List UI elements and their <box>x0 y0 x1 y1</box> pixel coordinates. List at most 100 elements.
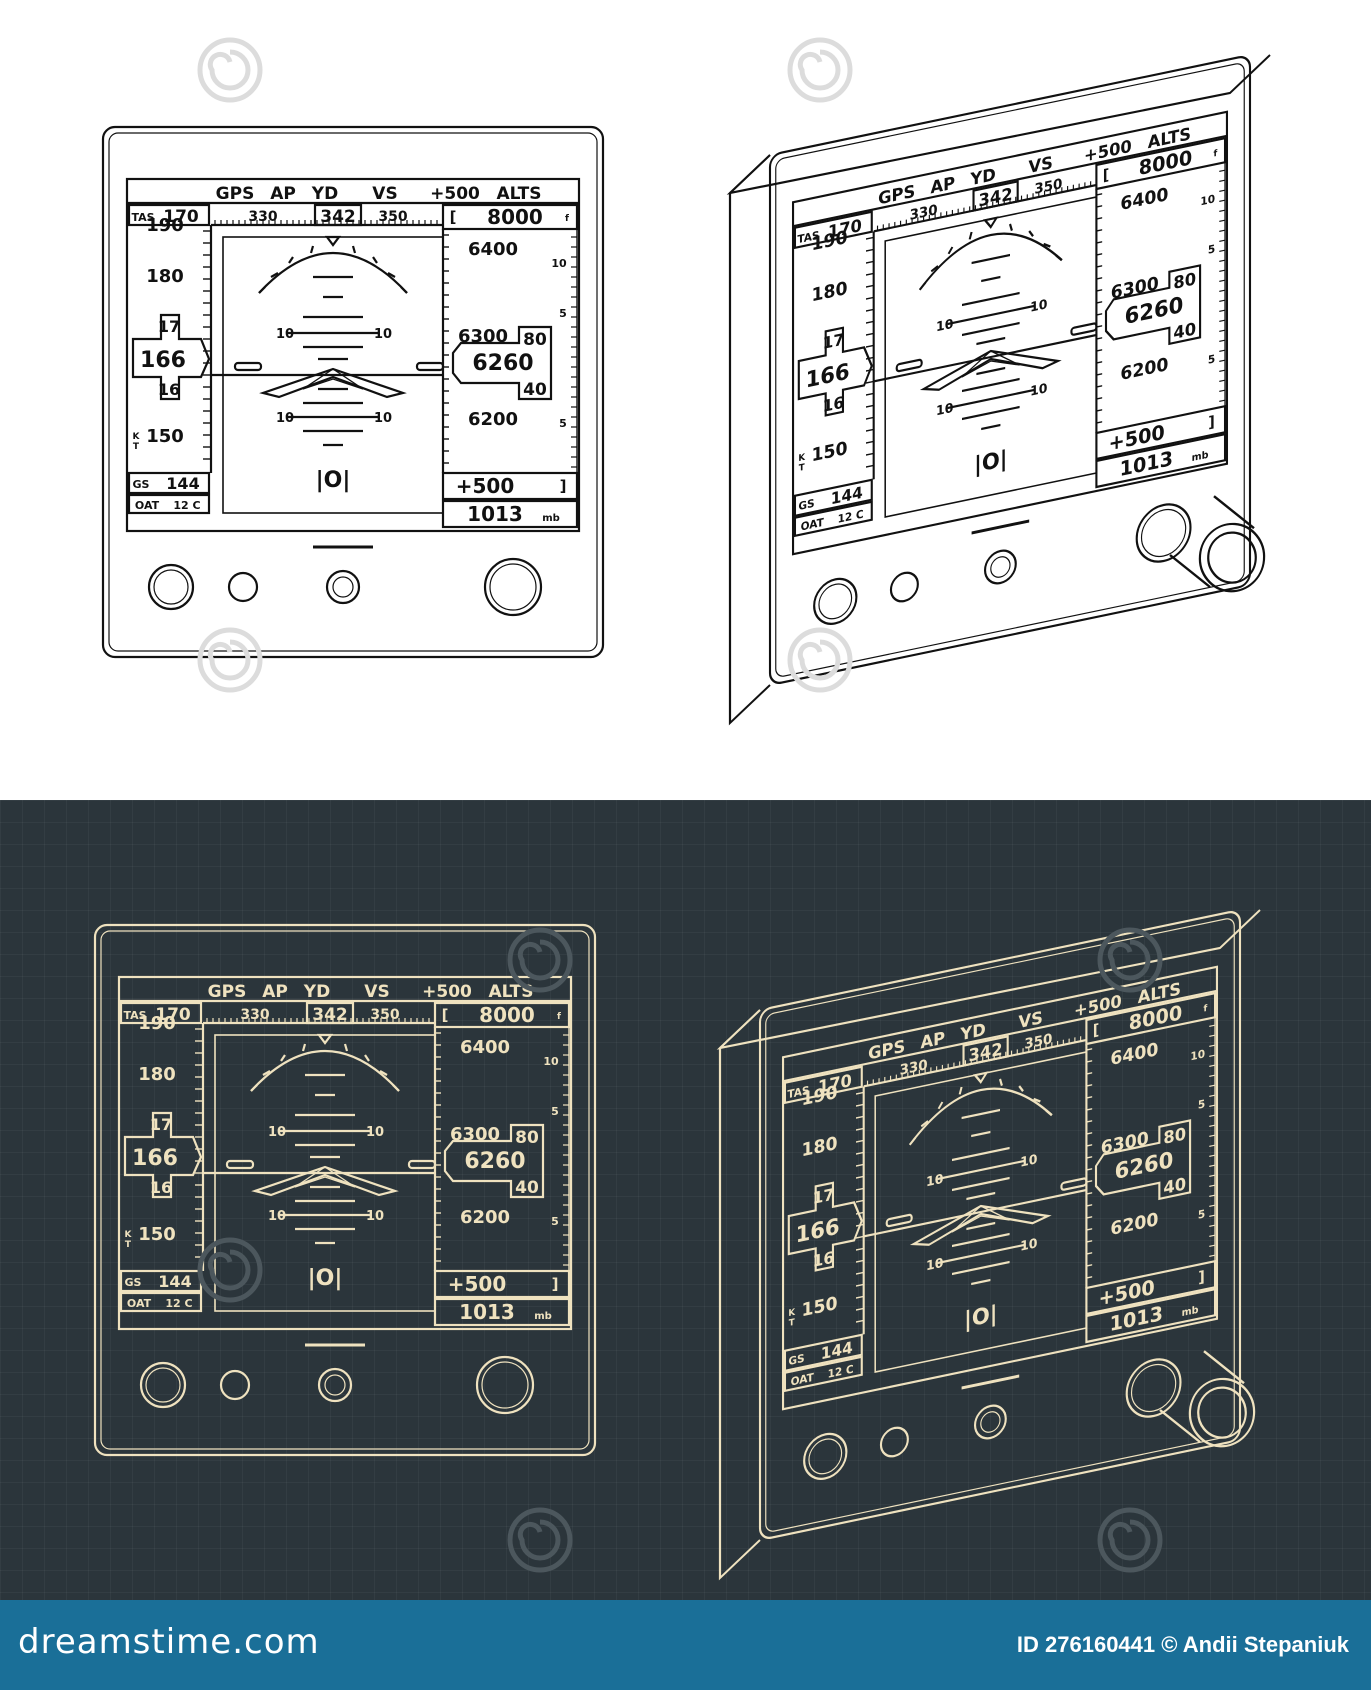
footer-bar: dreamstime.com ID 276160441 © Andii Step… <box>0 1600 1371 1690</box>
pitch-label: 10 <box>366 1209 384 1224</box>
bezel-inner <box>100 930 590 1450</box>
alt-tape-6400: 6400 <box>468 239 518 260</box>
annunciator-yd: YD <box>303 982 330 1002</box>
tas-box <box>119 1001 203 1025</box>
left-knob-icon <box>139 1361 187 1409</box>
pitch-label: 10 <box>1030 381 1047 400</box>
image-credit: ID 276160441 © Andii Stepaniuk <box>1016 1632 1349 1657</box>
speed-unit-t: T <box>799 463 806 475</box>
altitude-readout-box <box>1094 1119 1192 1201</box>
vsi-tick <box>1219 269 1226 272</box>
alt-unit-mark: f <box>565 214 569 224</box>
spiral-curl <box>1107 939 1151 981</box>
altitude-readout-box <box>1104 264 1202 346</box>
pitch-ladder-line <box>976 366 1006 376</box>
center-button-inner <box>990 556 1011 578</box>
speed-tick <box>856 1295 864 1299</box>
pitch-ladder-line <box>971 1130 991 1138</box>
heading-bug-box <box>305 1001 355 1025</box>
annunciator-plus500: +500 <box>430 184 480 204</box>
selected-altitude: 8000 <box>487 205 543 229</box>
speed-roller-bottom: 16 <box>150 1178 172 1197</box>
pitch-ladder-line <box>952 1260 1010 1276</box>
vsi-tick <box>1209 1104 1216 1107</box>
speed-roller-bottom: 16 <box>823 392 844 416</box>
speed-roller-bottom: 16 <box>158 380 180 399</box>
alt-tick <box>1096 361 1103 364</box>
tas-label: TAS <box>797 229 819 247</box>
speed-tick <box>866 452 874 456</box>
vsi-label-5-down: 5 <box>1198 1207 1205 1222</box>
alt-tick <box>1086 1144 1093 1147</box>
aircraft-symbol-inner <box>961 350 1020 378</box>
center-button-icon <box>325 569 361 605</box>
vsi-tick <box>1209 1224 1216 1227</box>
alt-tape-6200: 6200 <box>460 1207 510 1228</box>
altitude-readout-box <box>443 1123 545 1199</box>
alt-tick <box>1096 385 1103 388</box>
center-button-inner <box>324 1374 346 1396</box>
speed-tape-190: 190 <box>138 1013 176 1034</box>
vsi-tick <box>1219 399 1226 402</box>
roll-tick <box>937 1101 944 1110</box>
vsi-label-5-up: 5 <box>551 1105 559 1118</box>
bezel-inner <box>775 63 1245 677</box>
alt-bracket-icon: [ <box>1103 165 1110 185</box>
brand-logo-text[interactable]: dreamstime.com <box>18 1622 320 1662</box>
heading-label-left: 330 <box>248 209 277 225</box>
roll-tick <box>379 1070 388 1076</box>
aircraft-symbol-inner <box>302 368 364 390</box>
annunciator-yd: YD <box>311 184 338 204</box>
aircraft-symbol-icon <box>919 349 1062 391</box>
airspeed-current: 166 <box>796 1214 840 1248</box>
vs-target-box <box>433 1269 571 1299</box>
vs-target-box <box>1085 1259 1217 1316</box>
alt-tick <box>1096 217 1103 220</box>
speed-tick <box>866 284 874 288</box>
speed-roller-top: 17 <box>150 1115 172 1134</box>
alt-tick <box>1086 1132 1093 1135</box>
tas-box <box>793 210 873 250</box>
alt-tick <box>1096 193 1103 196</box>
pitch-ladder-line <box>961 1108 1001 1120</box>
alt-bracket-icon: [ <box>450 208 457 226</box>
roll-tick <box>909 1136 917 1146</box>
vs-target-box <box>441 471 579 501</box>
left-knob-inner <box>818 583 853 620</box>
roll-tick <box>343 1043 349 1052</box>
heading-label-right: 350 <box>370 1007 399 1023</box>
heading-value: 342 <box>312 1005 348 1025</box>
vsi-tick <box>1209 1034 1216 1037</box>
roll-tick <box>1043 242 1051 248</box>
annunciator-divider <box>793 134 1227 228</box>
vsi-tick <box>1209 1254 1216 1257</box>
speed-tick <box>866 404 874 408</box>
alt-tick <box>1096 253 1103 256</box>
vsi-tick <box>1209 1084 1216 1087</box>
speed-tape-150: 150 <box>146 426 184 447</box>
speed-tick <box>866 380 874 384</box>
alt-tape-6300: 6300 <box>450 1124 500 1145</box>
annunciator-divider <box>783 989 1217 1083</box>
speed-tick <box>856 1247 864 1251</box>
alt-tick <box>1096 373 1103 376</box>
vsi-label-5-up: 5 <box>559 307 567 320</box>
bezel-outer <box>93 923 597 1457</box>
pitch-ladder-line <box>952 1146 1010 1162</box>
annunciator-ap: AP <box>270 184 296 204</box>
aircraft-symbol-icon <box>251 1165 399 1197</box>
pitch-ladder-line <box>962 291 1020 307</box>
oat-box <box>127 493 211 515</box>
vsi-label-10: 10 <box>551 257 567 270</box>
speed-tick <box>856 1319 864 1323</box>
left-knob-inner <box>145 1367 181 1403</box>
roll-tick <box>958 1086 963 1095</box>
speed-tape-190: 190 <box>146 215 184 236</box>
aircraft-symbol-icon <box>259 367 407 399</box>
vsi-label-5-down: 5 <box>1208 352 1215 367</box>
spiral-ring-outer <box>787 627 853 693</box>
vs-bracket-icon: ] <box>1198 1267 1205 1287</box>
alt-tick <box>1096 241 1103 244</box>
speed-tick <box>866 428 874 432</box>
